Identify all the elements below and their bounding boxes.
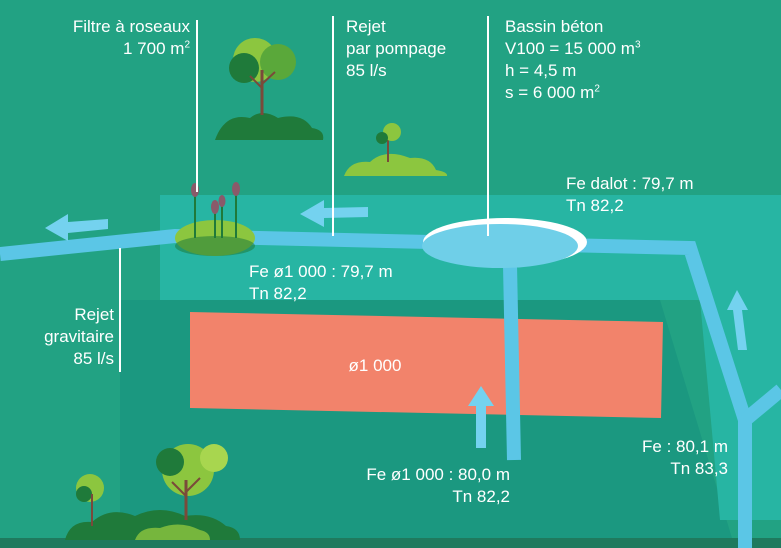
orange-zone <box>190 312 663 418</box>
basin-drop-pipe <box>503 264 521 461</box>
gravity-flow: 85 l/s <box>73 349 114 368</box>
basin-volume: V100 = 15 000 m3 <box>505 39 641 58</box>
branch-pipe-right <box>740 384 781 426</box>
gravity-title: Rejet <box>74 305 114 324</box>
gravity-label: Rejet gravitaire 85 l/s <box>14 304 114 370</box>
upper-zone <box>160 195 781 520</box>
dalot-fe: Fe dalot : 79,7 m <box>566 174 694 193</box>
pump-flow: 85 l/s <box>346 61 387 80</box>
reed-filter <box>175 182 255 256</box>
fe-right-tn: Tn 83,3 <box>670 459 728 478</box>
orange-zone-label: ø1 000 <box>348 356 402 375</box>
fe1000-bottom-tn: Tn 82,2 <box>452 487 510 506</box>
dalot-label: Fe dalot : 79,7 m Tn 82,2 <box>566 173 694 217</box>
fe-right-label: Fe : 80,1 m Tn 83,3 <box>610 436 728 480</box>
fe-right-fe: Fe : 80,1 m <box>642 437 728 456</box>
basin <box>422 218 587 268</box>
fe1000-top-tn: Tn 82,2 <box>249 284 307 303</box>
bottom-strip <box>0 538 781 548</box>
flow-arrow-icon <box>45 214 108 241</box>
basin-title: Bassin béton <box>505 17 604 36</box>
fe1000-bottom-fe: Fe ø1 000 : 80,0 m <box>366 465 510 484</box>
island-shadow <box>175 236 255 256</box>
basin-water <box>422 224 578 268</box>
flow-arrows <box>45 200 748 448</box>
fe1000-top-fe: Fe ø1 000 : 79,7 m <box>249 262 393 281</box>
filter-area: 1 700 m2 <box>123 39 190 58</box>
bush-icon <box>344 123 448 176</box>
dalot-tn: Tn 82,2 <box>566 196 624 215</box>
basin-surface: s = 6 000 m2 <box>505 83 600 102</box>
tree-icon <box>215 38 324 140</box>
filter-title: Filtre à roseaux <box>72 17 190 36</box>
fe1000-top-label: Fe ø1 000 : 79,7 m Tn 82,2 <box>249 261 393 305</box>
flow-arrow-icon <box>727 290 748 350</box>
leader-lines <box>119 16 489 372</box>
basin-label: Bassin béton V100 = 15 000 m3 h = 4,5 m … <box>505 16 641 104</box>
gravity-subtitle: gravitaire <box>44 327 114 346</box>
basin-height: h = 4,5 m <box>505 61 577 80</box>
pump-label: Rejet par pompage 85 l/s <box>346 16 446 82</box>
reed-plant-icon <box>194 192 237 238</box>
pump-title: Rejet <box>346 17 386 36</box>
filter-label: Filtre à roseaux 1 700 m2 <box>20 16 190 60</box>
tree-icon <box>65 444 240 540</box>
pump-subtitle: par pompage <box>346 39 447 58</box>
fe1000-bottom-label: Fe ø1 000 : 80,0 m Tn 82,2 <box>320 464 510 508</box>
flow-arrow-icon <box>468 386 494 448</box>
